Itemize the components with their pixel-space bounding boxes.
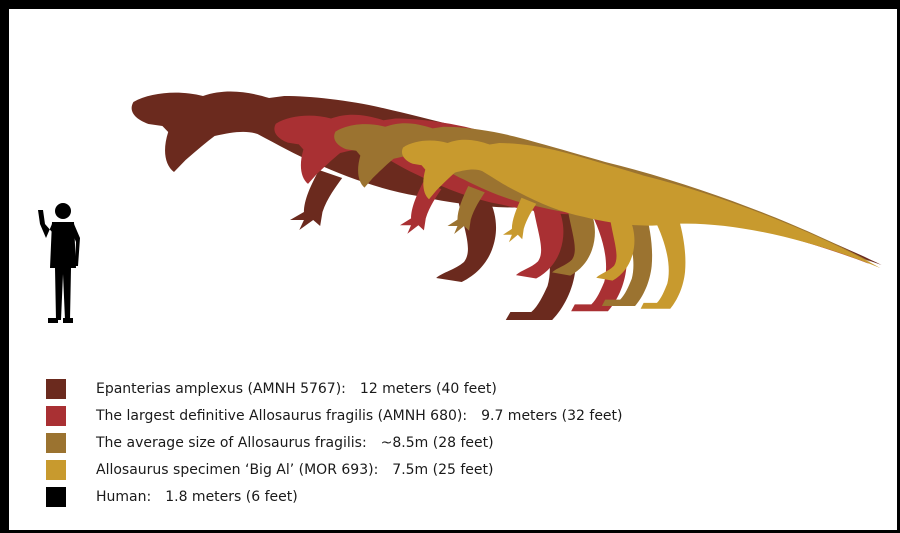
legend-item: Allosaurus specimen ‘Big Al’ (MOR 693): 7… — [46, 456, 866, 483]
legend-size-value: 12 meters (40 feet) — [360, 381, 497, 397]
legend-size-value: 7.5m (25 feet) — [392, 462, 493, 478]
legend-item: Human: 1.8 meters (6 feet) — [46, 483, 866, 510]
legend-species-name: Allosaurus specimen ‘Big Al’ (MOR 693): — [96, 462, 378, 478]
human-silhouette — [38, 203, 80, 323]
legend-item: Epanterias amplexus (AMNH 5767): 12 meter… — [46, 375, 866, 402]
legend-swatch — [46, 433, 66, 453]
legend-swatch — [46, 406, 66, 426]
legend-swatch — [46, 487, 66, 507]
legend-item: The largest definitive Allosaurus fragil… — [46, 402, 866, 429]
legend-species-name: The largest definitive Allosaurus fragil… — [96, 408, 467, 424]
legend-size-value: 9.7 meters (32 feet) — [481, 408, 622, 424]
legend-species-name: The average size of Allosaurus fragilis: — [96, 435, 367, 451]
legend-swatch — [46, 379, 66, 399]
legend-size-value: ~8.5m (28 feet) — [381, 435, 494, 451]
legend-species-name: Human: — [96, 489, 151, 505]
legend-item: The average size of Allosaurus fragilis:… — [46, 429, 866, 456]
legend-swatch — [46, 460, 66, 480]
legend-size-value: 1.8 meters (6 feet) — [165, 489, 298, 505]
legend: Epanterias amplexus (AMNH 5767): 12 meter… — [46, 375, 866, 510]
legend-species-name: Epanterias amplexus (AMNH 5767): — [96, 381, 346, 397]
